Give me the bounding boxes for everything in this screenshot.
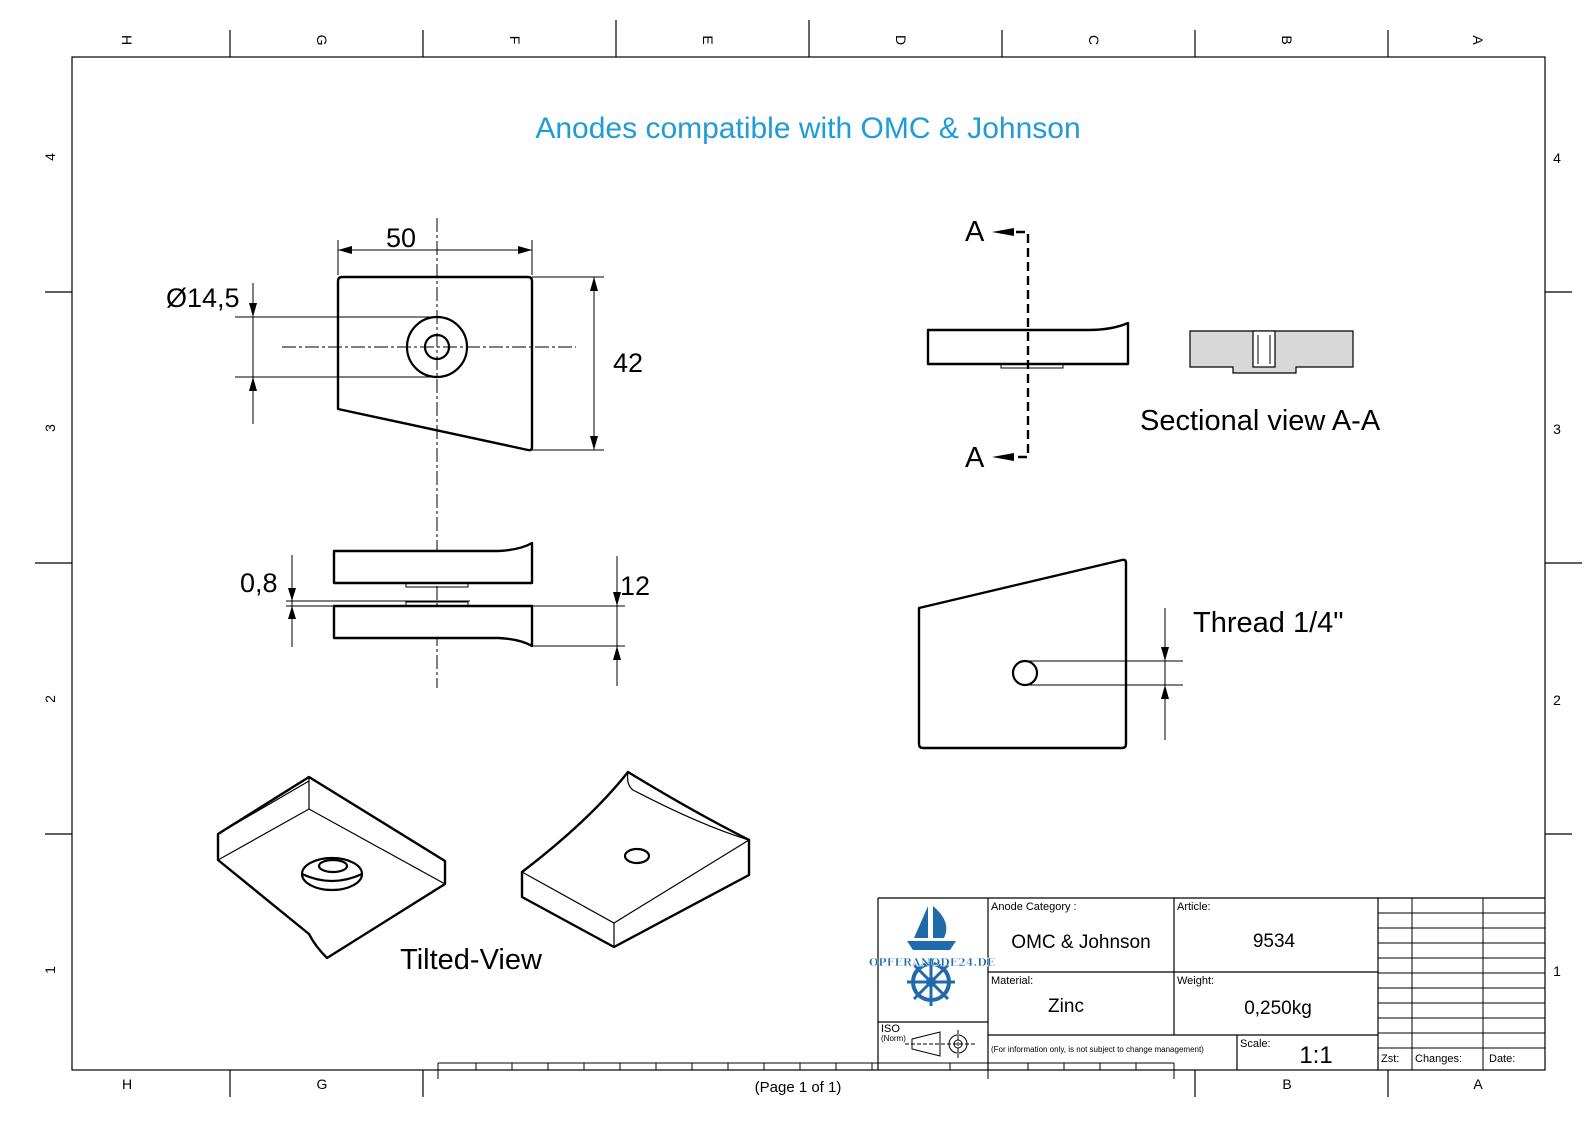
- zone-top-h: H: [119, 35, 135, 45]
- side-view-upper-boss: [405, 582, 469, 588]
- front-view: 50 42 Ø14,5: [166, 218, 643, 688]
- zone-left-1: 1: [42, 966, 58, 974]
- bottom-zone-dividers: [229, 1070, 1389, 1097]
- cut-view-part: [926, 321, 1130, 366]
- tilted-left-outline: [216, 775, 447, 960]
- tilted-view-left: [216, 775, 447, 960]
- dimension-width: 50: [337, 223, 533, 275]
- section-mark-top: A: [965, 216, 985, 248]
- zone-bottom-h: H: [122, 1076, 132, 1092]
- zone-bottom-b: B: [1282, 1076, 1291, 1092]
- dimension-height-value: 42: [613, 348, 643, 378]
- section-arrow-top: [992, 228, 1014, 236]
- revision-table: Zst: Changes: Date:: [1378, 898, 1545, 1070]
- zone-top-d: D: [893, 35, 909, 45]
- dimension-hole-value: Ø14,5: [166, 283, 240, 313]
- iso-projection-symbol: ISO (Norm): [881, 1023, 975, 1058]
- scale-value: 1:1: [1299, 1042, 1332, 1069]
- section-mark-bottom: A: [965, 442, 985, 474]
- tilted-view-right: Tilted-View: [400, 770, 751, 976]
- material-value: Zinc: [1048, 996, 1084, 1017]
- zone-right-3: 3: [1553, 421, 1561, 437]
- dimension-width-value: 50: [386, 223, 416, 253]
- section-arrow-bottom: [992, 453, 1014, 461]
- logo-text: OPFERANODE24.DE: [869, 956, 995, 969]
- top-zone-letters: H G F E D C B A: [119, 35, 1486, 46]
- side-view: 0,8 12: [240, 541, 650, 686]
- cut-view-boss: [1000, 363, 1064, 369]
- side-zone-dividers: [35, 291, 1582, 835]
- tilted-right-hole: [623, 847, 651, 865]
- weight-label: Weight:: [1177, 975, 1214, 987]
- sectional-view: Sectional view A-A: [1140, 330, 1381, 437]
- weight-value: 0,250kg: [1244, 998, 1312, 1019]
- sectional-view-thread-hole: [1252, 330, 1276, 368]
- zone-left-4: 4: [42, 153, 58, 161]
- dimension-height: 42: [532, 276, 643, 451]
- side-view-upper-part: [332, 541, 534, 585]
- zone-top-g: G: [314, 35, 330, 46]
- dimension-thickness-value: 12: [620, 571, 650, 601]
- revision-zst-header: Zst:: [1381, 1053, 1399, 1065]
- rear-view-outline: [917, 558, 1128, 750]
- dimension-thickness: 12: [532, 556, 650, 686]
- iso-label: ISO: [881, 1023, 900, 1035]
- article-label: Article:: [1177, 901, 1211, 913]
- zone-right-1: 1: [1553, 963, 1561, 979]
- zone-left-3: 3: [42, 424, 58, 432]
- revision-changes-header: Changes:: [1415, 1053, 1462, 1065]
- zone-bottom-g: G: [317, 1076, 328, 1092]
- right-zone-numbers: 4 3 2 1: [1553, 150, 1561, 979]
- company-logo: OPFERANODE24.DE: [869, 906, 995, 1006]
- drawing-title: Anodes compatible with OMC & Johnson: [535, 112, 1080, 145]
- zone-bottom-a: A: [1473, 1076, 1483, 1092]
- sectional-view-label: Sectional view A-A: [1140, 405, 1381, 437]
- revision-date-header: Date:: [1489, 1053, 1515, 1065]
- section-cut-view: A A: [926, 216, 1130, 474]
- page-indicator: (Page 1 of 1): [755, 1079, 842, 1096]
- zone-left-2: 2: [42, 695, 58, 703]
- title-block: Zst: Changes: Date: OPFERANODE24.DE ISO …: [869, 897, 1545, 1070]
- tilted-view-label: Tilted-View: [400, 944, 543, 976]
- bottom-ruler: [437, 1062, 1175, 1079]
- rear-view: Thread 1/4": [917, 558, 1344, 750]
- dimension-gap: 0,8: [240, 555, 470, 647]
- scale-label: Scale:: [1240, 1038, 1271, 1050]
- dimension-gap-value: 0,8: [240, 568, 278, 598]
- top-zone-dividers: [229, 20, 1389, 57]
- left-zone-numbers: 4 3 2 1: [42, 153, 58, 974]
- thread-label: Thread 1/4": [1193, 607, 1344, 639]
- bottom-zone-letters: H G B A: [122, 1076, 1483, 1092]
- side-view-lower-part: [332, 604, 534, 648]
- norm-label: (Norm): [881, 1034, 906, 1043]
- zone-right-2: 2: [1553, 692, 1561, 708]
- material-label: Material:: [991, 975, 1033, 987]
- zone-top-f: F: [507, 36, 523, 45]
- zone-top-a: A: [1470, 35, 1486, 45]
- dimension-hole: Ø14,5: [166, 283, 437, 424]
- tilted-left-hole-inner: [317, 858, 349, 874]
- tilted-right-outline: [520, 770, 751, 949]
- side-view-lower-boss: [405, 601, 469, 607]
- change-management-note: (For information only, is not subject to…: [991, 1045, 1204, 1054]
- zone-right-4: 4: [1553, 150, 1561, 166]
- zone-top-b: B: [1279, 35, 1295, 44]
- article-value: 9534: [1253, 931, 1296, 952]
- category-value: OMC & Johnson: [1011, 932, 1150, 953]
- zone-top-e: E: [700, 35, 716, 44]
- category-label: Anode Category :: [991, 901, 1077, 913]
- front-view-outline: [336, 275, 534, 452]
- zone-top-c: C: [1086, 35, 1102, 45]
